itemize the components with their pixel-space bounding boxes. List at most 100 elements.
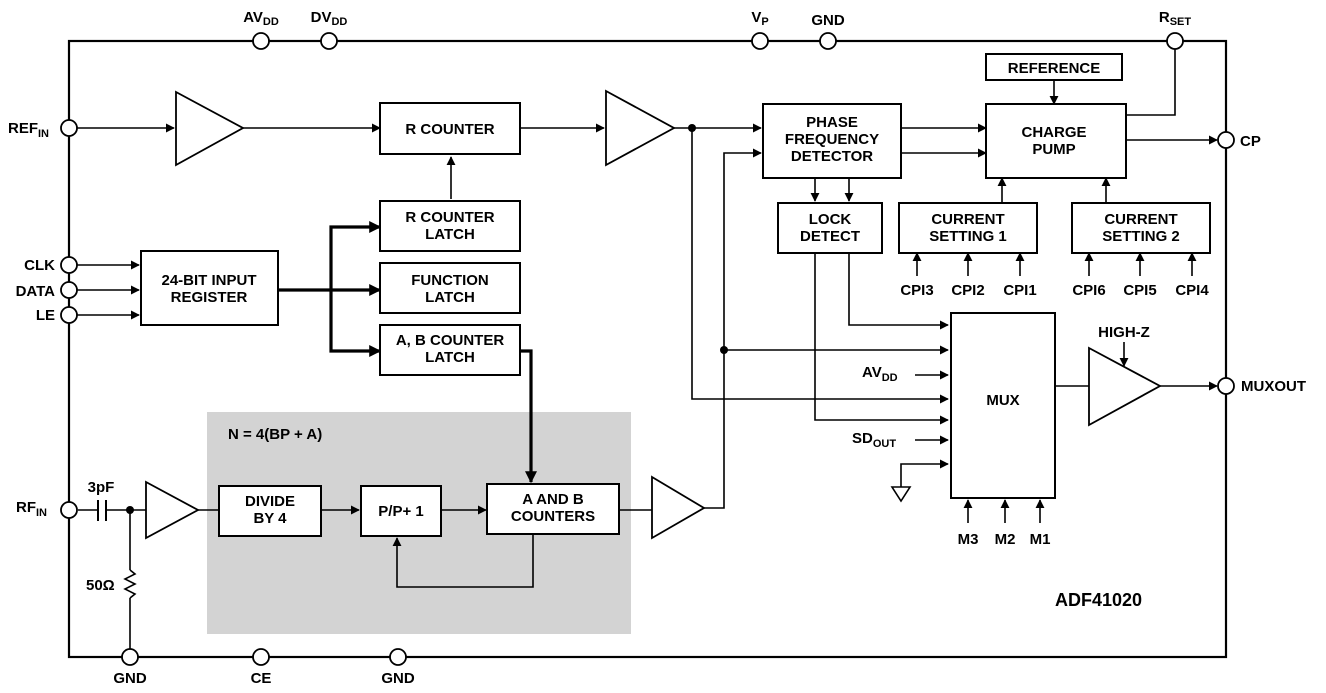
data-pin <box>60 281 78 299</box>
junction-dot <box>126 506 134 514</box>
gnd-top-pin <box>819 32 837 50</box>
refin-pin <box>60 119 78 137</box>
svg-text:LATCH: LATCH <box>425 349 475 366</box>
svg-text:R COUNTER: R COUNTER <box>405 209 494 226</box>
rf-input-buffer <box>145 480 200 540</box>
charge-pump-block: CHARGE PUMP <box>985 103 1127 179</box>
le-pin <box>60 306 78 324</box>
svg-text:REFERENCE: REFERENCE <box>1008 60 1101 77</box>
vp-pin-label: VP <box>751 9 768 28</box>
n-counter-output-buffer <box>651 475 706 540</box>
rfin-pin <box>60 501 78 519</box>
cp-pin <box>1217 131 1235 149</box>
chip-outline <box>67 39 1228 659</box>
svg-text:LATCH: LATCH <box>425 289 475 306</box>
current-setting-1-block: CURRENT SETTING 1 <box>898 202 1038 254</box>
rfin-pin-label: RFIN <box>16 499 47 519</box>
cpi2-label: CPI2 <box>951 282 984 299</box>
svg-text:DIVIDE: DIVIDE <box>245 493 295 510</box>
ab-counters-block: A AND B COUNTERS <box>486 483 620 535</box>
gnd-top-pin-label: GND <box>811 12 845 29</box>
r-counter-latch-block: R COUNTER LATCH <box>379 200 521 252</box>
n-counter-region-label: N = 4(BP + A) <box>228 426 322 443</box>
svg-text:CHARGE: CHARGE <box>1021 124 1086 141</box>
reference-block: REFERENCE <box>985 53 1123 81</box>
capacitor-label: 3pF <box>88 479 115 496</box>
svg-text:FREQUENCY: FREQUENCY <box>785 131 879 148</box>
svg-text:P/P+ 1: P/P+ 1 <box>378 503 423 520</box>
gnd-bottom-left-pin-label: GND <box>113 670 147 687</box>
phase-frequency-detector-block: PHASE FREQUENCY DETECTOR <box>762 103 902 179</box>
junction-dot <box>720 346 728 354</box>
mux-sdout-label: SDOUT <box>852 430 896 450</box>
svg-text:COUNTERS: COUNTERS <box>511 508 595 525</box>
le-pin-label: LE <box>36 307 55 324</box>
prescaler-block: P/P+ 1 <box>360 485 442 537</box>
svg-text:LOCK: LOCK <box>809 211 852 228</box>
high-z-label: HIGH-Z <box>1098 324 1150 341</box>
cp-pin-label: CP <box>1240 133 1261 150</box>
muxout-pin-label: MUXOUT <box>1241 378 1306 395</box>
mux-avdd-label: AVDD <box>862 364 898 384</box>
svg-text:A AND B: A AND B <box>522 491 584 508</box>
mux-block: MUX <box>950 312 1056 499</box>
svg-text:FUNCTION: FUNCTION <box>411 272 489 289</box>
ground-icon <box>890 486 912 503</box>
resistor-label: 50Ω <box>86 577 115 594</box>
cpi4-label: CPI4 <box>1175 282 1209 299</box>
svg-text:R COUNTER: R COUNTER <box>405 121 494 138</box>
svg-text:SETTING 1: SETTING 1 <box>929 228 1007 245</box>
data-pin-label: DATA <box>16 283 56 300</box>
cpi5-label: CPI5 <box>1123 282 1156 299</box>
r-counter-block: R COUNTER <box>379 102 521 155</box>
gnd-bottom-mid-pin <box>389 648 407 666</box>
m2-label: M2 <box>995 531 1016 548</box>
vp-pin <box>751 32 769 50</box>
svg-text:BY 4: BY 4 <box>253 510 287 527</box>
divide-by-4-block: DIVIDE BY 4 <box>218 485 322 537</box>
m1-label: M1 <box>1030 531 1051 548</box>
cpi6-label: CPI6 <box>1072 282 1105 299</box>
svg-text:A, B COUNTER: A, B COUNTER <box>396 332 505 349</box>
svg-text:SETTING 2: SETTING 2 <box>1102 228 1180 245</box>
svg-text:CURRENT: CURRENT <box>1104 211 1177 228</box>
svg-text:24-BIT INPUT: 24-BIT INPUT <box>161 272 256 289</box>
svg-text:DETECTOR: DETECTOR <box>791 148 873 165</box>
function-latch-block: FUNCTION LATCH <box>379 262 521 314</box>
svg-text:PUMP: PUMP <box>1032 141 1075 158</box>
lock-detect-block: LOCK DETECT <box>777 202 883 254</box>
ce-pin <box>252 648 270 666</box>
gnd-bottom-mid-pin-label: GND <box>381 670 415 687</box>
svg-text:PHASE: PHASE <box>806 114 858 131</box>
wires <box>76 48 1218 650</box>
junction-dot <box>688 124 696 132</box>
avdd-pin <box>252 32 270 50</box>
clk-pin-label: CLK <box>24 257 55 274</box>
avdd-pin-label: AVDD <box>243 9 279 28</box>
ab-counter-latch-block: A, B COUNTER LATCH <box>379 324 521 376</box>
ce-pin-label: CE <box>251 670 272 687</box>
current-setting-2-block: CURRENT SETTING 2 <box>1071 202 1211 254</box>
clk-pin <box>60 256 78 274</box>
muxout-buffer <box>1088 346 1162 427</box>
ref-input-buffer <box>175 90 245 167</box>
input-register-block: 24-BIT INPUT REGISTER <box>140 250 279 326</box>
dvdd-pin <box>320 32 338 50</box>
muxout-pin <box>1217 377 1235 395</box>
ref-output-buffer <box>605 89 676 167</box>
gnd-bottom-left-pin <box>121 648 139 666</box>
capacitor-3pf <box>97 500 107 521</box>
cpi3-label: CPI3 <box>900 282 933 299</box>
cpi1-label: CPI1 <box>1003 282 1036 299</box>
dvdd-pin-label: DVDD <box>311 9 348 28</box>
m3-label: M3 <box>958 531 979 548</box>
svg-text:REGISTER: REGISTER <box>171 289 248 306</box>
rset-pin <box>1166 32 1184 50</box>
resistor-50-ohm <box>123 569 137 599</box>
svg-text:CURRENT: CURRENT <box>931 211 1004 228</box>
svg-text:DETECT: DETECT <box>800 228 860 245</box>
rset-pin-label: RSET <box>1159 9 1192 28</box>
svg-text:MUX: MUX <box>986 392 1019 409</box>
svg-text:LATCH: LATCH <box>425 226 475 243</box>
